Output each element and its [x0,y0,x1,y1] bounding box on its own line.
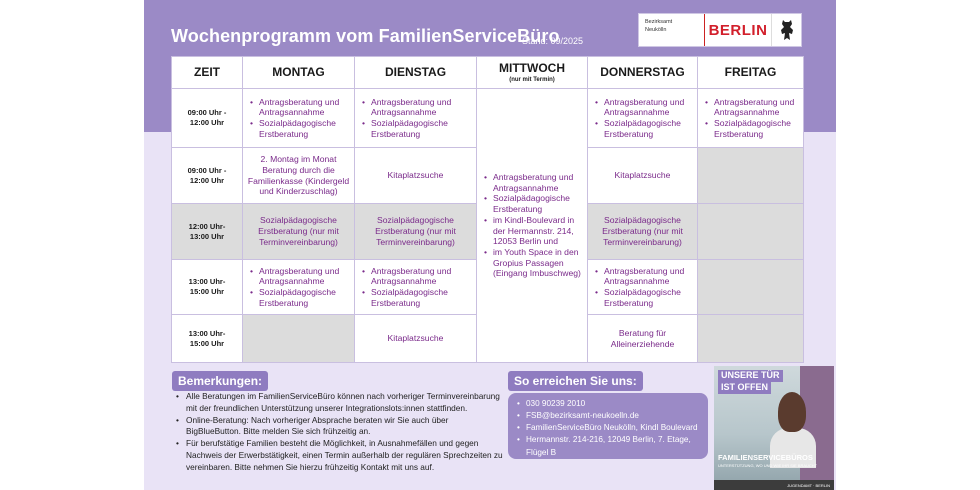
cell-donnerstag: Antragsberatung und Antragsannahme Sozia… [587,88,698,148]
time-end: 13:00 Uhr [189,231,225,241]
table-header-row: ZEIT MONTAG DIENSTAG MITTWOCH (nur mit T… [171,56,804,89]
header-dienstag: DIENSTAG [354,56,477,89]
schedule-table: ZEIT MONTAG DIENSTAG MITTWOCH (nur mit T… [171,56,804,363]
header-mittwoch-sub: (nur mit Termin) [509,76,555,83]
list-item: Alle Beratungen im FamilienServiceBüro k… [174,391,504,415]
remarks-title: Bemerkungen: [172,371,269,391]
table-row: 13:00 Uhr- 15:00 Uhr Kitaplatzsuche Bera… [171,314,804,363]
campaign-footer: JUGENDAMT · BERLIN [714,480,834,490]
header-mittwoch-label: MITTWOCH [499,60,565,75]
list-item: Antragsberatung und Antragsannahme [483,172,583,193]
cell-montag: Sozialpädagogische Erstberatung (nur mit… [242,203,355,260]
cell-freitag-empty [697,147,804,204]
time-cell: 09:00 Uhr - 12:00 Uhr [171,88,243,148]
list-item: Antragsberatung und Antragsannahme [249,266,350,287]
berlin-logo: Bezirksamt Neukölln BERLIN [638,13,802,47]
time-end: 15:00 Uhr [189,338,225,348]
list-item: Sozialpädagogische Erstberatung [594,287,693,308]
cell-montag: 2. Montag im Monat Beratung durch die Fa… [242,147,355,204]
cell-dienstag: Antragsberatung und Antragsannahme Sozia… [354,259,477,315]
list-item: Sozialpädagogische Erstberatung [249,287,350,308]
bear-icon [771,14,801,46]
cell-donnerstag: Beratung für Alleinerziehende [587,314,698,363]
time-cell: 12:00 Uhr- 13:00 Uhr [171,203,243,260]
list-item: Antragsberatung und Antragsannahme [361,97,472,118]
child-shirt-shape [770,428,816,468]
time-start: 13:00 Uhr- [188,277,226,287]
list-item: im Kindl-Boulevard in der Hermannstr. 21… [483,215,583,247]
campaign-image: UNSERE TÜR IST OFFEN FAMILIENSERVICEBÜRO… [714,366,834,490]
child-head-shape [778,392,806,432]
list-item: Sozialpädagogische Erstberatung [361,118,472,139]
cell-montag-empty [242,314,355,363]
logo-district: Bezirksamt Neukölln [639,14,705,46]
logo-line-2: Neukölln [645,26,667,33]
cell-freitag-empty [697,203,804,260]
time-start: 12:00 Uhr- [188,221,226,231]
header-zeit: ZEIT [171,56,243,89]
stand-date: Stand: 09/2025 [522,36,584,46]
cell-dienstag: Kitaplatzsuche [354,147,477,204]
contact-phone[interactable]: 030 90239 2010 [516,398,700,410]
list-item: Sozialpädagogische Erstberatung [594,118,693,139]
contact-address: Hermannstr. 214-216, 12049 Berlin, 7. Et… [516,434,700,458]
table-row: 09:00 Uhr - 12:00 Uhr 2. Montag im Monat… [171,147,804,204]
time-cell: 13:00 Uhr- 15:00 Uhr [171,259,243,315]
cell-freitag-empty [697,259,804,315]
list-item: Sozialpädagogische Erstberatung [249,118,350,139]
list-item: Antragsberatung und Antragsannahme [361,266,472,287]
campaign-brand-sub: UNTERSTÜTZUNG, WO UND WIE IHR SIE BRAUCH… [718,463,818,468]
cell-dienstag: Kitaplatzsuche [354,314,477,363]
time-start: 13:00 Uhr- [188,328,226,338]
list-item: im Youth Space in den Gropius Passagen (… [483,247,583,279]
cell-donnerstag: Antragsberatung und Antragsannahme Sozia… [587,259,698,315]
campaign-brand: FAMILIENSERVICEBÜROS [718,453,813,462]
logo-line-1: Bezirksamt [645,19,673,25]
header-mittwoch: MITTWOCH (nur mit Termin) [476,56,588,89]
list-item: Antragsberatung und Antragsannahme [249,97,350,118]
poster-page: Wochenprogramm vom FamilienServiceBüro S… [144,0,836,490]
header-freitag: FREITAG [697,56,804,89]
list-item: Sozialpädagogische Erstberatung [361,287,472,308]
time-end: 15:00 Uhr [189,287,225,296]
list-item: Antragsberatung und Antragsannahme [594,266,693,287]
time-end: 12:00 Uhr [189,175,225,185]
list-item: Sozialpädagogische Erstberatung [704,118,799,139]
cell-freitag: Antragsberatung und Antragsannahme Sozia… [697,88,804,148]
list-item: Antragsberatung und Antragsannahme [704,97,799,118]
cell-dienstag: Sozialpädagogische Erstberatung (nur mit… [354,203,477,260]
cell-dienstag: Antragsberatung und Antragsannahme Sozia… [354,88,477,148]
door-shape [800,366,834,490]
list-item: Sozialpädagogische Erstberatung [483,193,583,214]
time-start: 09:00 Uhr - [187,108,227,118]
list-item: Für berufstätige Familien besteht die Mö… [174,438,504,473]
cell-montag: Antragsberatung und Antragsannahme Sozia… [242,259,355,315]
contact-title: So erreichen Sie uns: [508,371,643,391]
time-end: 12:00 Uhr [189,118,225,127]
time-cell: 09:00 Uhr - 12:00 Uhr [171,147,243,204]
page-title: Wochenprogramm vom FamilienServiceBüro [171,26,560,46]
cell-donnerstag: Sozialpädagogische Erstberatung (nur mit… [587,203,698,260]
header-donnerstag: DONNERSTAG [587,56,698,89]
table-row: 13:00 Uhr- 15:00 Uhr Antragsberatung und… [171,259,804,315]
cell-donnerstag: Kitaplatzsuche [587,147,698,204]
campaign-headline-2: IST OFFEN [718,382,771,394]
cell-montag: Antragsberatung und Antragsannahme Sozia… [242,88,355,148]
table-row: 12:00 Uhr- 13:00 Uhr Sozialpädagogische … [171,203,804,260]
cell-freitag-empty [697,314,804,363]
cell-mittwoch: Antragsberatung und Antragsannahme Sozia… [476,88,588,363]
table-row: 09:00 Uhr - 12:00 Uhr Antragsberatung un… [171,88,804,363]
contact-email[interactable]: FSB@bezirksamt-neukoelln.de [516,410,700,422]
campaign-headline-1: UNSERE TÜR [718,370,783,382]
list-item: Antragsberatung und Antragsannahme [594,97,693,118]
logo-berlin-text: BERLIN [708,21,768,39]
remarks-list: Alle Beratungen im FamilienServiceBüro k… [174,391,504,473]
contact-office: FamilienServiceBüro Neukölln, Kindl Boul… [516,422,700,434]
time-cell: 13:00 Uhr- 15:00 Uhr [171,314,243,363]
list-item: Online-Beratung: Nach vorheriger Absprac… [174,415,504,439]
time-start: 09:00 Uhr - [187,165,227,175]
header-montag: MONTAG [242,56,355,89]
contact-box: 030 90239 2010 FSB@bezirksamt-neukoelln.… [508,393,708,459]
